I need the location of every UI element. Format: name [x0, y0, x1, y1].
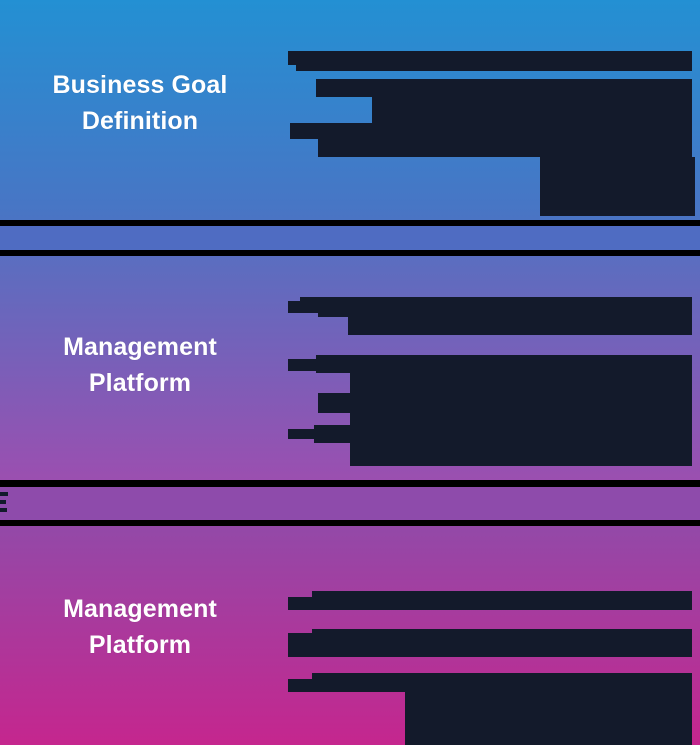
- redaction-bar: [318, 301, 692, 317]
- redaction-bar: [318, 139, 692, 157]
- redaction-bar: [372, 97, 692, 123]
- redaction-bar: [350, 373, 692, 393]
- redaction-bar: [348, 317, 692, 335]
- panel-label-management-platform-bottom: Management Platform: [0, 592, 280, 663]
- panel-management-platform-bottom[interactable]: Management Platform: [0, 526, 700, 745]
- redaction-bar: [318, 393, 692, 413]
- redaction-bar: [316, 79, 692, 97]
- redaction-bar: [312, 629, 692, 639]
- panel-label-management-platform-middle: Management Platform: [0, 330, 280, 401]
- panel-management-platform-middle[interactable]: Management Platform: [0, 256, 700, 480]
- accent-strip-purple: [0, 487, 700, 520]
- redaction-bar: [316, 355, 692, 373]
- redaction-bar: [290, 123, 692, 139]
- panel-label-line-2: Platform: [88, 630, 192, 659]
- accent-strip-blue-purple: [0, 226, 700, 250]
- redaction-bar: [312, 673, 692, 683]
- redaction-notch: [0, 508, 7, 512]
- panel-label-line-1: Business Goal: [52, 71, 228, 99]
- redaction-bar: [405, 687, 692, 745]
- redaction-bar: [314, 425, 692, 443]
- divider-rule-1: [0, 220, 700, 226]
- redaction-bar: [296, 55, 692, 71]
- redaction-bar: [350, 443, 692, 466]
- divider-rule-4: [0, 520, 700, 526]
- redaction-notch: [0, 492, 8, 496]
- redaction-bar: [540, 157, 695, 216]
- panel-label-line-2: Platform: [88, 368, 192, 397]
- redaction-notch: [0, 500, 6, 504]
- panel-label-line-1: Management: [63, 333, 217, 361]
- panel-label-line-2: Definition: [81, 106, 199, 135]
- redaction-bar: [312, 591, 692, 602]
- divider-rule-3: [0, 480, 700, 487]
- panel-label-line-1: Management: [63, 595, 217, 623]
- panel-label-business-goal-definition: Business Goal Definition: [0, 68, 280, 139]
- divider-rule-2: [0, 250, 700, 256]
- panel-business-goal-definition[interactable]: Business Goal Definition: [0, 0, 700, 220]
